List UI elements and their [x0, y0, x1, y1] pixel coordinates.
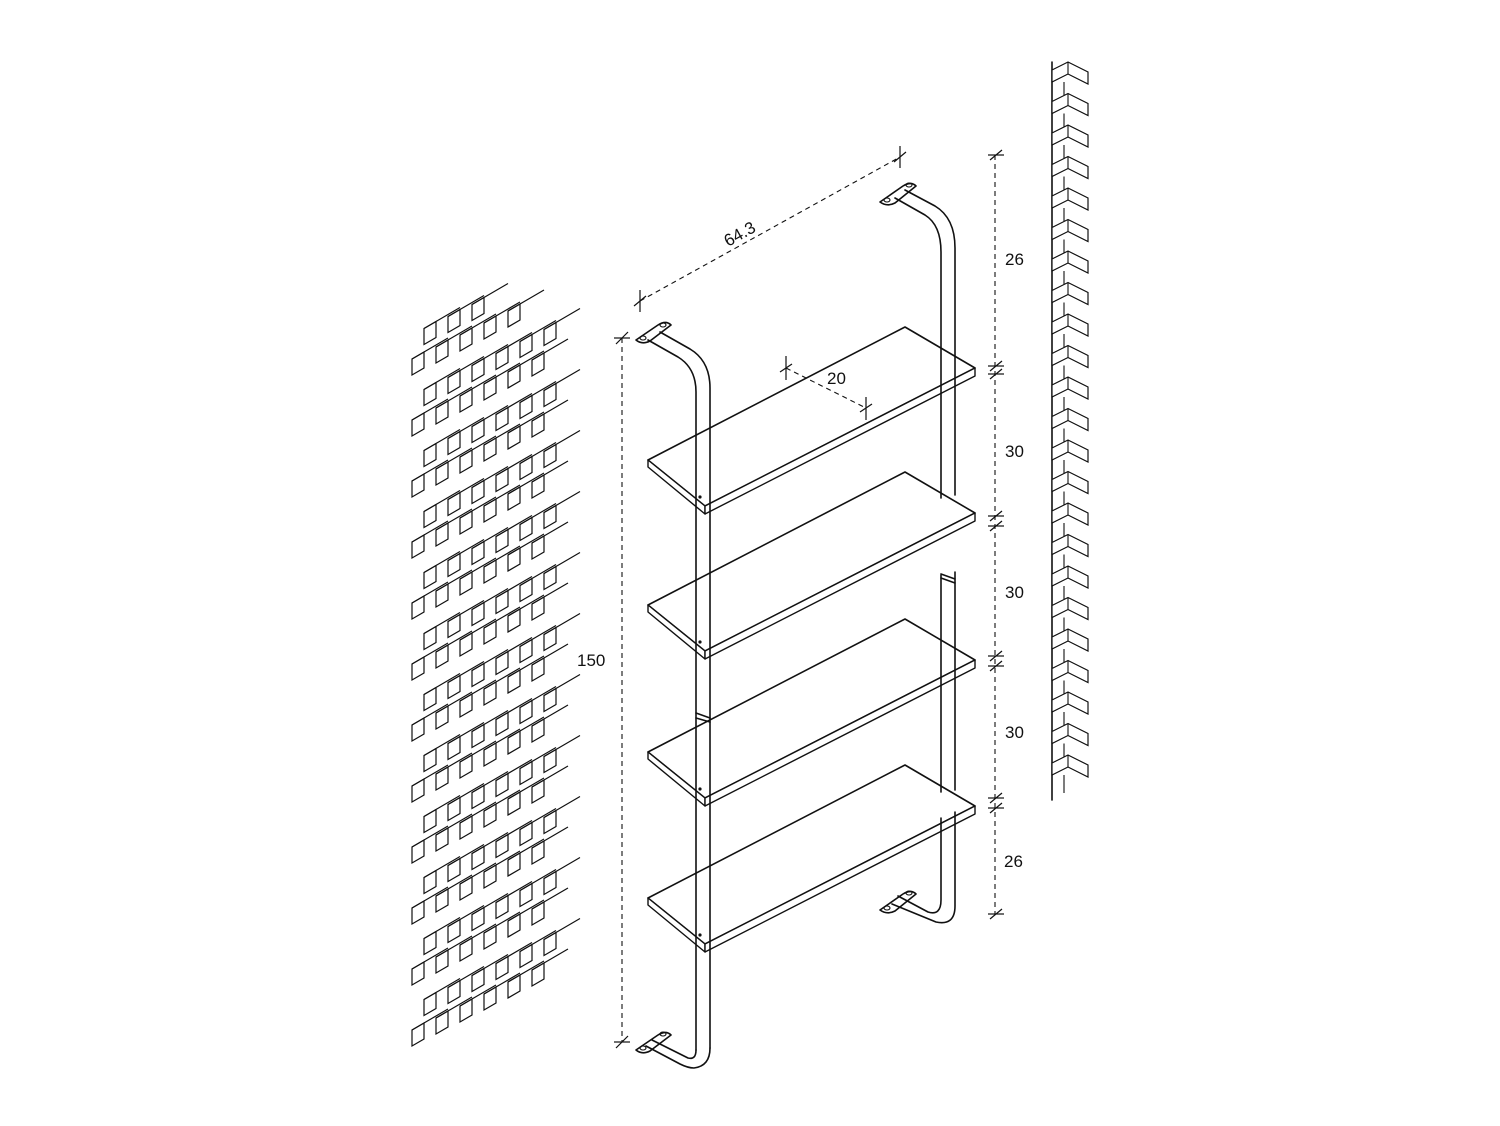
- side-brick: [1051, 596, 1089, 636]
- side-brick: [1051, 754, 1089, 793]
- side-brick: [1051, 250, 1089, 289]
- side-brick: [1051, 502, 1089, 541]
- top-gap-label: 26: [1005, 250, 1024, 269]
- right-brick-wall-section: [1051, 61, 1089, 801]
- left-top-wall-bracket: [635, 321, 672, 344]
- side-brick: [1051, 407, 1089, 447]
- side-brick: [1051, 439, 1089, 478]
- depth-dimension: 20: [779, 356, 873, 420]
- shelf-board-3: [647, 618, 976, 807]
- height-label: 150: [577, 651, 605, 670]
- right-top-wall-bracket: [879, 182, 917, 206]
- width-dimension: 64.3: [633, 146, 907, 312]
- shelf-board-4: [647, 764, 976, 953]
- side-brick: [1051, 344, 1089, 384]
- side-brick: [1051, 376, 1089, 415]
- shelf-board-1: [647, 326, 976, 515]
- shelf-spacing-2-label: 30: [1005, 583, 1024, 602]
- left-bottom-wall-bracket: [635, 1031, 672, 1054]
- side-brick: [1051, 187, 1089, 226]
- right-bottom-wall-bracket: [879, 890, 917, 914]
- side-brick: [1051, 218, 1089, 258]
- shelf-board-2: [647, 471, 976, 660]
- height-dimension: 150: [577, 331, 630, 1049]
- vertical-spacing-chain: 26 30 30 30 26: [988, 149, 1024, 920]
- side-brick: [1051, 313, 1089, 352]
- depth-label: 20: [827, 369, 846, 388]
- shelf-spacing-3-label: 30: [1005, 723, 1024, 742]
- bottom-gap-label: 26: [1004, 852, 1023, 871]
- shelf-boards: [647, 326, 976, 953]
- left-brick-wall: [411, 282, 581, 1048]
- width-label: 64.3: [721, 218, 759, 251]
- shelf-spacing-1-label: 30: [1005, 442, 1024, 461]
- right-upright-tube: [879, 182, 956, 924]
- side-brick: [1051, 92, 1089, 132]
- side-brick: [1051, 470, 1089, 510]
- left-upright-tube: [635, 321, 711, 1069]
